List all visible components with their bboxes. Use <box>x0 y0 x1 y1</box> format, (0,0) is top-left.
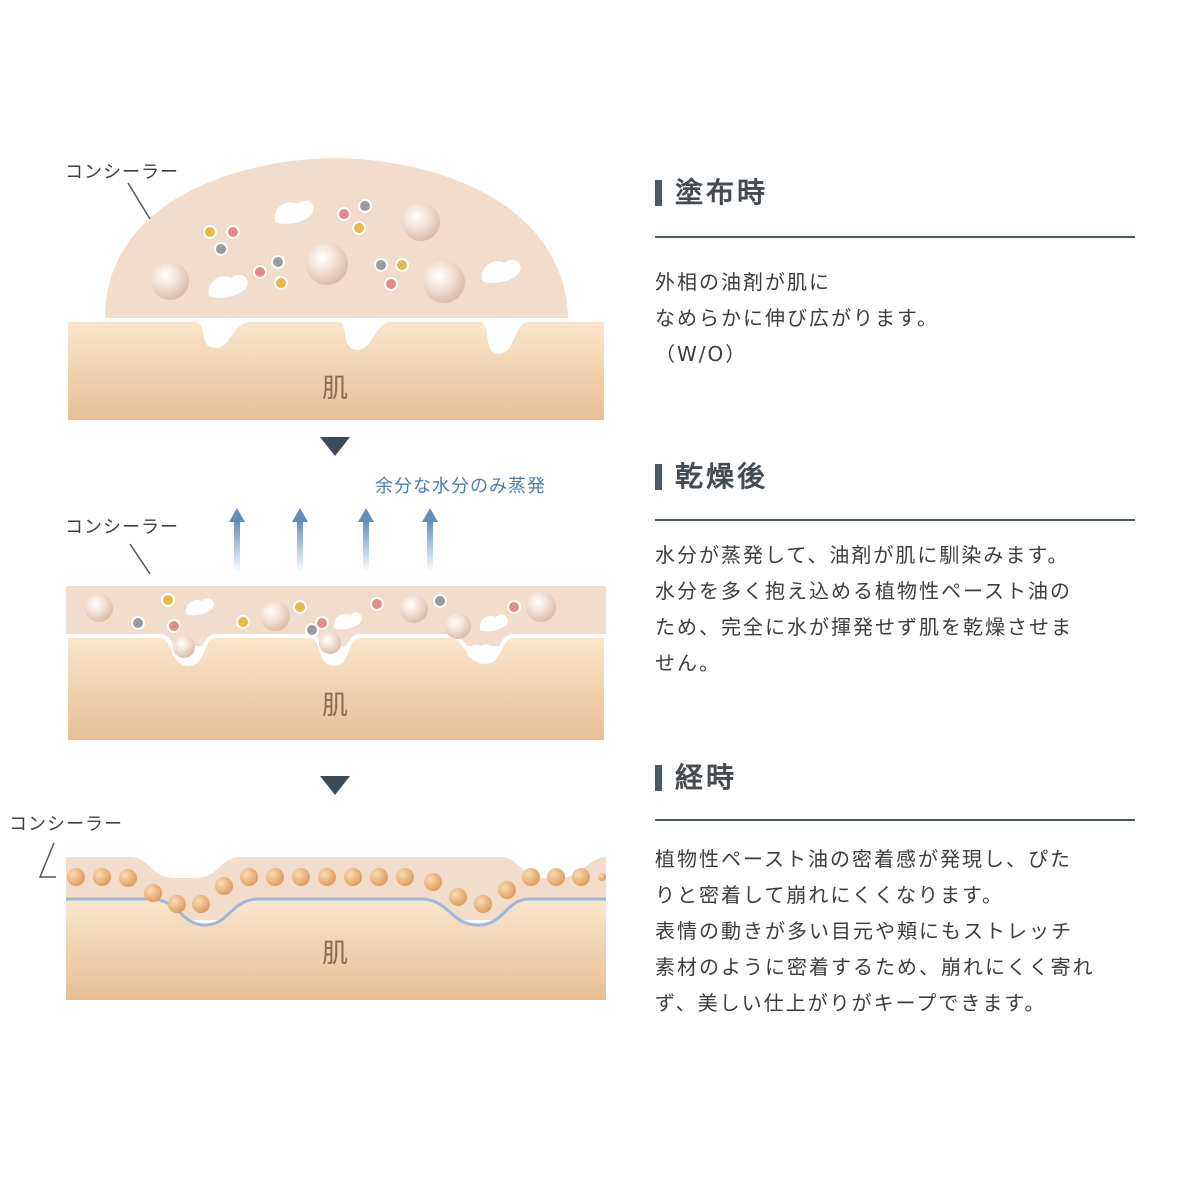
description-line: 表情の動きが多い目元や頬にもストレッチ <box>655 919 1073 943</box>
oil-droplets-2 <box>85 592 556 658</box>
water-clouds <box>208 200 521 298</box>
description-line: 素材のように密着するため、崩れにくく寄れ <box>655 955 1095 979</box>
description-line: 水分が蒸発して、油剤が肌に馴染みます。 <box>655 543 1070 567</box>
water-clouds-2 <box>185 598 508 658</box>
ingredient-dots <box>203 199 409 291</box>
skin-label-1: 肌 <box>321 374 348 404</box>
step-description-over-time: 植物性ペースト油の密着感が発現し、ぴた りと密着して崩れにくくなります。 表情の… <box>655 841 1155 1021</box>
step-title-after-drying: 乾燥後 <box>655 460 768 494</box>
step-title-application: 塗布時 <box>655 176 768 210</box>
down-arrow-icon <box>320 437 350 456</box>
description-line: ず、美しい仕上がりがキープできます。 <box>655 991 1047 1015</box>
description-line: りと密着して崩れにくくなります。 <box>655 883 1004 907</box>
divider <box>655 519 1135 521</box>
skin-label-2: 肌 <box>321 691 348 721</box>
concealer-pointer-2 <box>129 543 151 575</box>
description-line: （W/O） <box>655 342 748 366</box>
oil-droplets <box>151 203 465 303</box>
panel-after-drying <box>64 508 608 744</box>
description-line: 植物性ペースト油の密着感が発現し、ぴた <box>655 847 1072 871</box>
step-title-over-time: 経時 <box>655 761 737 795</box>
description-line: せん。 <box>655 651 721 675</box>
skin-block-2 <box>64 634 608 744</box>
description-line: ため、完全に水が揮発せず肌を乾燥させま <box>655 615 1073 639</box>
description-line: 水分を多く抱え込める植物性ペースト油の <box>655 579 1072 603</box>
concealer-label-2: コンシーラー <box>65 517 179 538</box>
step-description-application: 外相の油剤が肌に なめらかに伸び広がります。 （W/O） <box>655 264 1155 372</box>
description-line: なめらかに伸び広がります。 <box>655 306 939 330</box>
divider <box>655 236 1135 238</box>
oil-beads <box>67 868 606 913</box>
divider <box>655 819 1135 821</box>
adhesion-line <box>66 897 606 927</box>
panel-application <box>64 158 608 424</box>
concealer-label-1: コンシーラー <box>65 162 179 183</box>
step-description-after-drying: 水分が蒸発して、油剤が肌に馴染みます。 水分を多く抱え込める植物性ペースト油の … <box>655 537 1155 681</box>
skin-block-3 <box>66 899 606 1000</box>
skin-block-1 <box>64 318 608 424</box>
down-arrow-icon <box>320 776 350 795</box>
ingredient-dots-2 <box>131 593 521 637</box>
skin-label-3: 肌 <box>321 939 348 969</box>
evaporation-arrows <box>229 508 438 572</box>
concealer-pointer-3 <box>38 842 56 878</box>
concealer-label-3: コンシーラー <box>9 814 123 835</box>
description-line: 外相の油剤が肌に <box>655 270 831 294</box>
evaporation-label: 余分な水分のみ蒸発 <box>375 476 546 497</box>
panel-over-time <box>38 842 606 1000</box>
concealer-pointer-1 <box>127 182 151 220</box>
